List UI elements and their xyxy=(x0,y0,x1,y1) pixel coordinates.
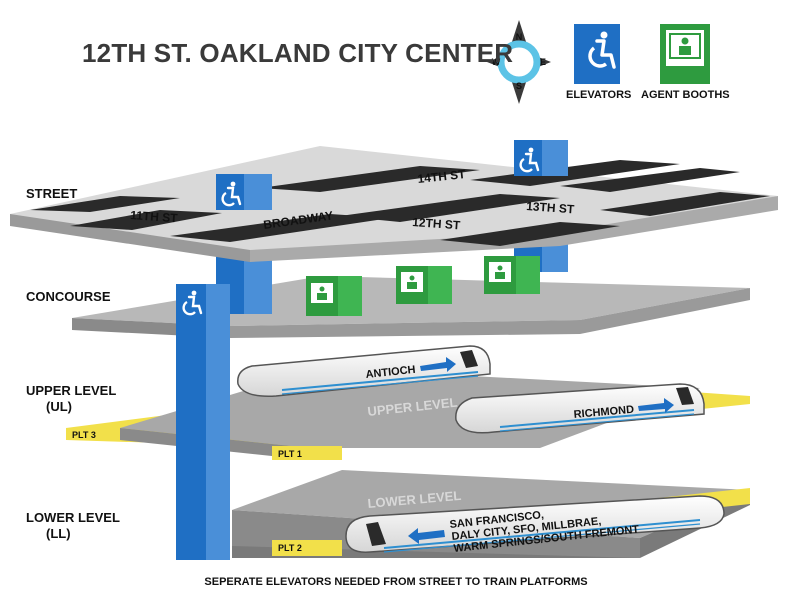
street-14th: 14TH ST xyxy=(417,167,467,186)
page-title: 12TH ST. OAKLAND CITY CENTER xyxy=(82,38,514,68)
footer-note: SEPERATE ELEVATORS NEEDED FROM STREET TO… xyxy=(204,576,588,588)
arrow-left-icon xyxy=(408,528,445,544)
accessibility-icon xyxy=(514,140,568,176)
level-concourse-label: CONCOURSE xyxy=(26,289,111,304)
level-upper-label: UPPER LEVEL (UL) xyxy=(26,383,116,415)
platform-1-label: PLT 1 xyxy=(278,449,302,459)
legend-agent-booths-label: AGENT BOOTHS xyxy=(641,89,730,101)
compass-south: S xyxy=(516,81,522,91)
compass-north: N xyxy=(516,32,523,42)
richmond-train: RICHMOND xyxy=(455,383,705,434)
agent-booth-icon xyxy=(484,256,540,294)
agent-booth-icon xyxy=(396,266,452,304)
platform-3-label: PLT 3 xyxy=(72,430,96,440)
level-upper-line1: UPPER LEVEL xyxy=(26,383,117,398)
level-street-label: STREET xyxy=(26,186,78,201)
compass-west: W xyxy=(492,57,501,67)
accessibility-icon xyxy=(216,174,272,210)
arrow-right-icon xyxy=(638,398,674,413)
san-francisco-train: SAN FRANCISCO, DALY CITY, SFO, MILLBRAE,… xyxy=(345,495,725,555)
level-lower-line1: LOWER LEVEL xyxy=(26,510,120,525)
platform-2-label: PLT 2 xyxy=(278,543,302,553)
street-slab xyxy=(10,146,778,262)
level-lower-label: LOWER LEVEL (LL) xyxy=(26,510,120,542)
legend-agent-booth-icon xyxy=(660,24,710,84)
elevator-shaft-main xyxy=(176,318,230,560)
richmond-label: RICHMOND xyxy=(573,404,634,421)
legend-elevator-icon xyxy=(574,24,620,84)
street-12th: 12TH ST xyxy=(412,215,462,232)
level-lower-line2: (LL) xyxy=(46,526,71,541)
arrow-right-icon xyxy=(420,357,456,372)
street-11th: 11TH ST xyxy=(130,208,179,225)
agent-booth-icon xyxy=(306,276,362,316)
legend-elevators-label: ELEVATORS xyxy=(566,89,632,101)
compass-icon: N E S W xyxy=(487,20,551,104)
accessibility-icon xyxy=(176,284,230,318)
antioch-label: ANTIOCH xyxy=(365,364,416,381)
street-13th: 13TH ST xyxy=(526,199,576,216)
level-upper-line2: (UL) xyxy=(46,399,72,414)
compass-east: E xyxy=(540,57,546,67)
antioch-train: ANTIOCH xyxy=(237,345,491,397)
